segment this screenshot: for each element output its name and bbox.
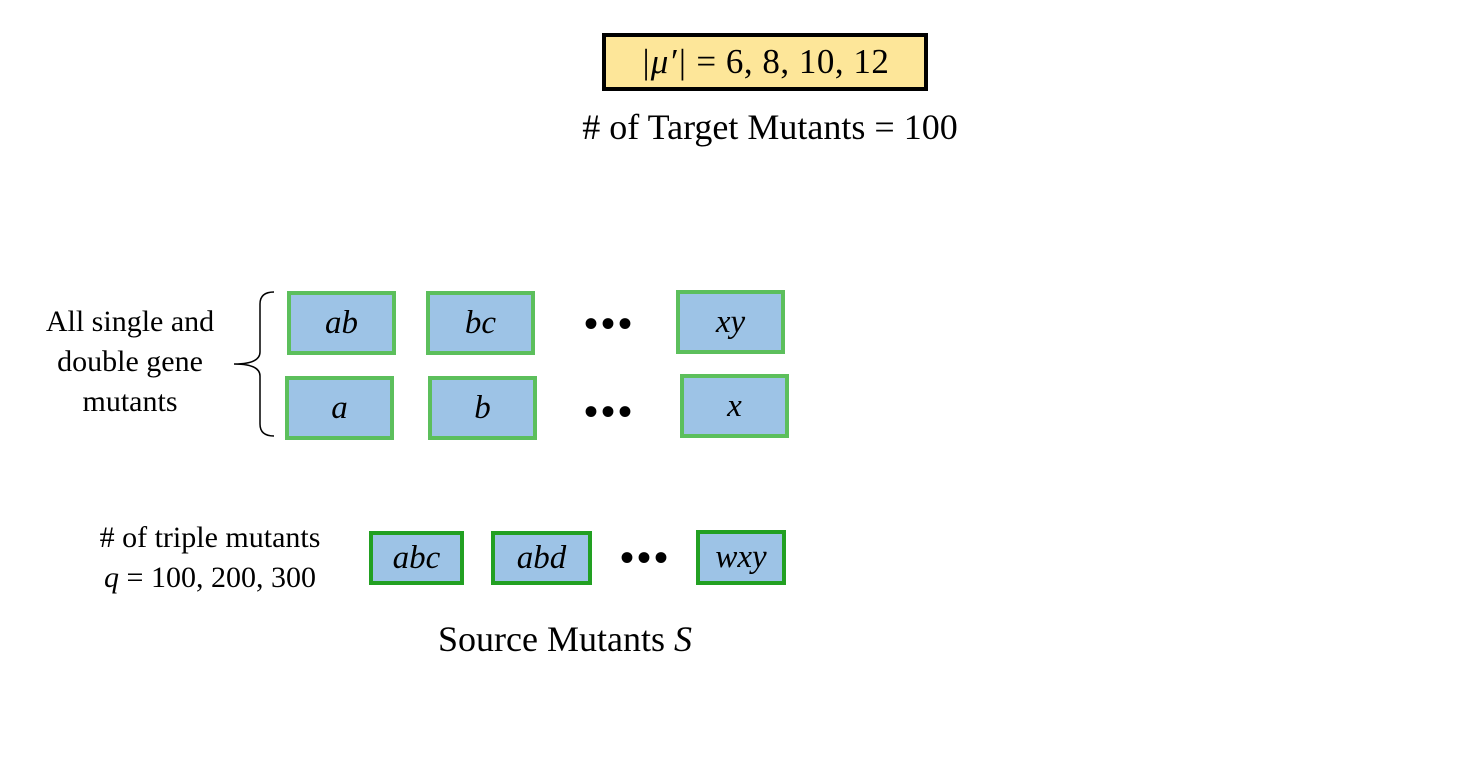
source-mutants-label: Source Mutants S	[380, 618, 750, 660]
target-mutants-label: # of Target Mutants = 100	[582, 107, 958, 147]
triple-mutants-label: # of triple mutants q = 100, 200, 300	[60, 518, 360, 598]
triple-mutants-values: 100, 200, 300	[150, 561, 316, 594]
equation-symbol: |μ′|	[640, 42, 688, 81]
equation-box: |μ′| = 6, 8, 10, 12	[602, 33, 928, 91]
source-mutants-var: S	[673, 619, 692, 659]
equation-equals: =	[687, 42, 726, 81]
mutant-box-bc: bc	[426, 291, 535, 355]
single-row-ellipsis: •••	[584, 389, 636, 434]
gene-mutants-label: All single and double gene mutants	[20, 302, 240, 422]
triple-mutants-label-line1: # of triple mutants	[99, 521, 321, 554]
source-mutants-text: Source Mutants	[438, 619, 674, 659]
gene-mutants-label-line3: mutants	[82, 385, 178, 418]
double-row-ellipsis: •••	[584, 301, 636, 346]
mutant-box-a: a	[285, 376, 394, 440]
triple-mutants-label-line2: q = 100, 200, 300	[60, 558, 360, 598]
mutant-box-b: b	[428, 376, 537, 440]
curly-brace-icon	[233, 291, 275, 437]
gene-mutants-label-line1: All single and	[45, 305, 215, 338]
triple-mutants-var: q	[104, 561, 120, 594]
mutant-box-wxy: wxy	[696, 530, 786, 585]
gene-mutants-label-line2: double gene	[57, 345, 203, 378]
equation-values: 6, 8, 10, 12	[725, 42, 890, 81]
mutant-box-ab: ab	[287, 291, 396, 355]
mutant-box-xy: xy	[676, 290, 785, 354]
triple-row-ellipsis: •••	[620, 535, 672, 580]
mutant-box-abc: abc	[369, 531, 464, 585]
mutant-box-abd: abd	[491, 531, 592, 585]
triple-mutants-equals: =	[119, 561, 151, 594]
mutant-box-x: x	[680, 374, 789, 438]
